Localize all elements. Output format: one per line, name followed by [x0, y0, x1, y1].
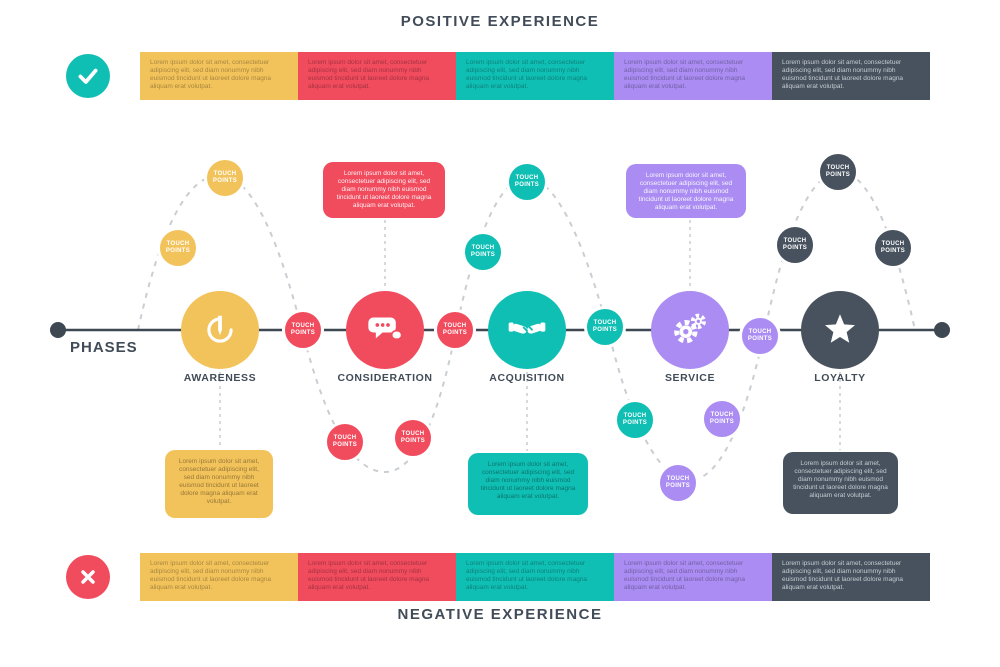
star-icon: [825, 314, 855, 343]
bottom-block-service: Lorem ipsum dolor sit amet, consectetuer…: [614, 553, 772, 601]
note-loyalty: Lorem ipsum dolor sit amet, consectetuer…: [783, 452, 898, 514]
pencil-loop-icon: [207, 315, 233, 343]
note-service: Lorem ipsum dolor sit amet, consectetuer…: [626, 164, 746, 218]
phase-circle-service: [651, 291, 729, 369]
touch-point: TOUCH POINTS: [506, 161, 548, 203]
negative-badge: [66, 555, 110, 599]
touch-point-label: TOUCH POINTS: [665, 476, 691, 489]
touch-point-label: TOUCH POINTS: [782, 238, 808, 251]
bottom-block-awareness: Lorem ipsum dolor sit amet, consectetuer…: [140, 553, 298, 601]
gears-icon: [674, 313, 707, 344]
touch-point-label: TOUCH POINTS: [212, 171, 238, 184]
touch-point-label: TOUCH POINTS: [747, 329, 773, 342]
phase-circle-loyalty: [801, 291, 879, 369]
touch-point-label: TOUCH POINTS: [592, 320, 618, 333]
note-awareness: Lorem ipsum dolor sit amet, consectetuer…: [165, 450, 273, 518]
touch-point: TOUCH POINTS: [817, 151, 859, 193]
timeline-endpoint-left: [50, 322, 66, 338]
touch-point: TOUCH POINTS: [614, 399, 656, 441]
touch-point: TOUCH POINTS: [282, 309, 324, 351]
touch-point: TOUCH POINTS: [392, 417, 434, 459]
phase-label-loyalty: LOYALTY: [814, 372, 866, 384]
phase-label-consideration: CONSIDERATION: [337, 372, 433, 384]
touch-point: TOUCH POINTS: [462, 231, 504, 273]
handshake-icon: [508, 322, 546, 334]
top-block-acquisition: Lorem ipsum dolor sit amet, consectetuer…: [456, 52, 614, 100]
touch-point: TOUCH POINTS: [774, 224, 816, 266]
note-consideration: Lorem ipsum dolor sit amet, consectetuer…: [323, 162, 445, 218]
top-block-loyalty: Lorem ipsum dolor sit amet, consectetuer…: [772, 52, 930, 100]
phase-circle-consideration: [346, 291, 424, 369]
touch-point-label: TOUCH POINTS: [825, 165, 851, 178]
touch-point: TOUCH POINTS: [657, 462, 699, 504]
touch-point-label: TOUCH POINTS: [165, 241, 191, 254]
phase-label-acquisition: ACQUISITION: [489, 372, 565, 384]
touch-point-label: TOUCH POINTS: [400, 431, 426, 444]
touch-point-label: TOUCH POINTS: [514, 175, 540, 188]
timeline-endpoint-right: [934, 322, 950, 338]
top-block-awareness: Lorem ipsum dolor sit amet, consectetuer…: [140, 52, 298, 100]
bottom-block-consideration: Lorem ipsum dolor sit amet, consectetuer…: [298, 553, 456, 601]
touch-point: TOUCH POINTS: [324, 421, 366, 463]
touch-point: TOUCH POINTS: [584, 306, 626, 348]
touch-point-label: TOUCH POINTS: [290, 323, 316, 336]
phase-label-awareness: AWARENESS: [183, 372, 257, 384]
positive-badge: [66, 54, 110, 98]
touch-point: TOUCH POINTS: [739, 315, 781, 357]
touch-point: TOUCH POINTS: [872, 227, 914, 269]
touch-point-label: TOUCH POINTS: [332, 435, 358, 448]
touch-point-label: TOUCH POINTS: [880, 241, 906, 254]
chat-bubbles-icon: [368, 317, 403, 340]
cross-icon: [81, 570, 95, 584]
touch-point: TOUCH POINTS: [157, 227, 199, 269]
touch-point-label: TOUCH POINTS: [470, 245, 496, 258]
negative-experience-title: NEGATIVE EXPERIENCE: [397, 606, 603, 623]
touch-point: TOUCH POINTS: [434, 309, 476, 351]
phase-label-service: SERVICE: [664, 372, 716, 384]
bottom-block-loyalty: Lorem ipsum dolor sit amet, consectetuer…: [772, 553, 930, 601]
bottom-block-acquisition: Lorem ipsum dolor sit amet, consectetuer…: [456, 553, 614, 601]
check-icon: [78, 68, 98, 84]
touch-point: TOUCH POINTS: [701, 398, 743, 440]
top-block-service: Lorem ipsum dolor sit amet, consectetuer…: [614, 52, 772, 100]
note-acquisition: Lorem ipsum dolor sit amet, consectetuer…: [468, 453, 588, 515]
phases-label: PHASES: [70, 339, 138, 356]
touch-point-label: TOUCH POINTS: [622, 413, 648, 426]
touch-point-label: TOUCH POINTS: [442, 323, 468, 336]
touch-point: TOUCH POINTS: [204, 157, 246, 199]
phase-circle-awareness: [181, 291, 259, 369]
top-block-consideration: Lorem ipsum dolor sit amet, consectetuer…: [298, 52, 456, 100]
phase-circle-acquisition: [488, 291, 566, 369]
positive-experience-title: POSITIVE EXPERIENCE: [400, 13, 600, 30]
touch-point-label: TOUCH POINTS: [709, 412, 735, 425]
